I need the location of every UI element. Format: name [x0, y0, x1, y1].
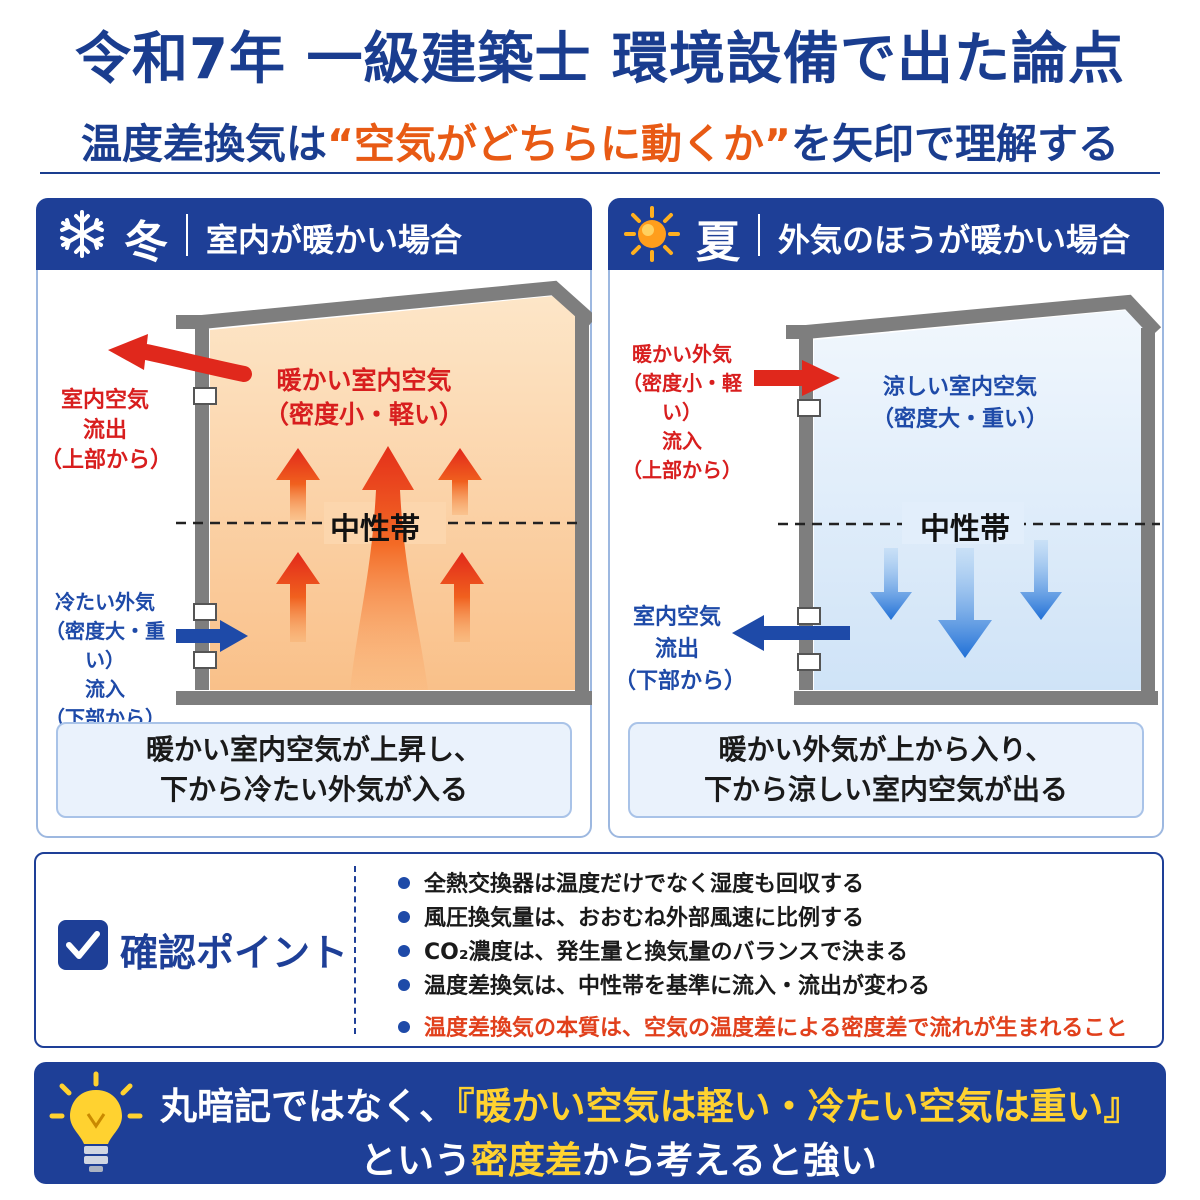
winter-inflow-arrowhead: [220, 620, 248, 652]
checkpoint-item-5: 温度差換気の本質は、空気の温度差による密度差で流れが生まれること: [398, 1010, 1127, 1042]
winter-lower-opening-2: [193, 651, 217, 669]
winter-neutral-zone-label: 中性帯: [330, 512, 420, 547]
summer-header-divider: [758, 214, 760, 256]
summer-upper-opening: [797, 399, 821, 417]
winter-outflow-arrow: [138, 344, 252, 382]
summer-right-down-arrow: [1020, 540, 1062, 620]
summer-house-diagram: [732, 294, 1162, 705]
summer-inflow-arrow: [754, 370, 806, 386]
checkpoint-item-1: 全熱交換器は温度だけでなく湿度も回収する: [398, 866, 864, 898]
winter-central-updraft-arrow: [350, 446, 428, 690]
checkbox-icon: [58, 920, 108, 970]
summer-house-wall: [799, 294, 1162, 690]
checkpoint-item-2: 風圧換気量は、おおむね外部風速に比例する: [398, 900, 864, 932]
summer-left-down-arrow: [870, 548, 912, 620]
subtitle-highlight: “空気がどちらに動くか”: [327, 120, 791, 168]
summer-outflow-arrow: [758, 626, 850, 640]
winter-outflow-label: 室内空気 流出 （上部から）: [40, 388, 173, 473]
bottom-highlight-2: 密度差: [471, 1139, 582, 1182]
summer-neutral-zone-label: 中性帯: [920, 512, 1010, 547]
winter-condition-label: 室内が暖かい場合: [206, 221, 463, 259]
sun-icon: [624, 206, 680, 262]
winter-inside-air-label: 暖かい室内空気 （密度小・軽い）: [263, 366, 464, 429]
bullet-icon: [398, 877, 410, 889]
winter-upper-opening: [193, 387, 217, 405]
winter-house-diagram: [108, 280, 592, 705]
winter-outflow-arrowhead: [108, 334, 148, 370]
checkpoint-item-4: 温度差換気は、中性帯を基準に流入・流出が変わる: [398, 968, 930, 1000]
bottom-highlight-1: 『暖かい空気は軽い・冷たい空気は重い』: [456, 1085, 1141, 1128]
winter-lower-left-arrow: [276, 552, 320, 642]
summer-neutral-bg: [902, 502, 1024, 544]
summer-outflow-arrowhead: [732, 615, 764, 651]
summer-lower-opening-1: [797, 607, 821, 625]
summer-inflow-label: 暖かい外気 （密度小・軽い） 流入 （上部から）: [622, 342, 742, 482]
bullet-icon: [398, 979, 410, 991]
lightbulb-icon: [49, 1071, 143, 1172]
winter-header-divider: [186, 214, 188, 256]
summer-lower-opening-2: [797, 653, 821, 671]
subtitle-before: 温度差換気は: [81, 120, 328, 168]
winter-lower-opening-1: [193, 603, 217, 621]
winter-house-wall: [195, 280, 592, 690]
summer-caption: 暖かい外気が上から入り、 下から涼しい室内空気が出る: [628, 722, 1144, 818]
checkpoints-title: 確認ポイント: [120, 931, 349, 975]
subtitle-after: を矢印で理解する: [790, 120, 1119, 168]
bottom-banner: [34, 1062, 1166, 1184]
bullet-icon: [398, 1021, 410, 1033]
summer-inside-air-label: 涼しい室内空気 （密度大・重い）: [871, 375, 1048, 432]
winter-season-label: 冬: [124, 217, 168, 268]
checkpoint-item-3: CO₂濃度は、発生量と換気量のバランスで決まる: [398, 934, 908, 966]
winter-upper-left-arrow: [276, 448, 320, 520]
bullet-icon: [398, 911, 410, 923]
page-subtitle: 温度差換気は“空気がどちらに動くか”を矢印で理解する: [0, 110, 1200, 170]
summer-center-down-arrow: [938, 548, 992, 658]
winter-lower-right-arrow: [440, 552, 484, 642]
summer-outflow-label: 室内空気 流出 （下部から）: [614, 605, 747, 694]
checkpoints-divider: [354, 866, 356, 1034]
checkpoints-box: [34, 852, 1164, 1048]
bullet-icon: [398, 945, 410, 957]
winter-upper-right-arrow: [438, 448, 482, 515]
summer-inflow-arrowhead: [802, 360, 840, 396]
page-title: 令和7年 一級建築士 環境設備で出た論点: [75, 27, 1125, 92]
summer-panel-header: 夏 外気のほうが暖かい場合: [608, 198, 1164, 270]
summer-condition-label: 外気のほうが暖かい場合: [778, 221, 1131, 259]
winter-caption: 暖かい室内空気が上昇し、 下から冷たい外気が入る: [56, 722, 572, 818]
winter-inflow-label: 冷たい外気 （密度大・重い） 流入 （下部から）: [45, 590, 165, 730]
summer-season-label: 夏: [696, 217, 740, 268]
bottom-line-1: 丸暗記ではなく、『暖かい空気は軽い・冷たい空気は重い』: [160, 1085, 1141, 1128]
bottom-line-2: という密度差から考えると強い: [360, 1139, 877, 1182]
snowflake-icon: [60, 210, 104, 258]
title-rule: [40, 172, 1160, 174]
winter-panel-header: 冬 室内が暖かい場合: [36, 198, 592, 270]
